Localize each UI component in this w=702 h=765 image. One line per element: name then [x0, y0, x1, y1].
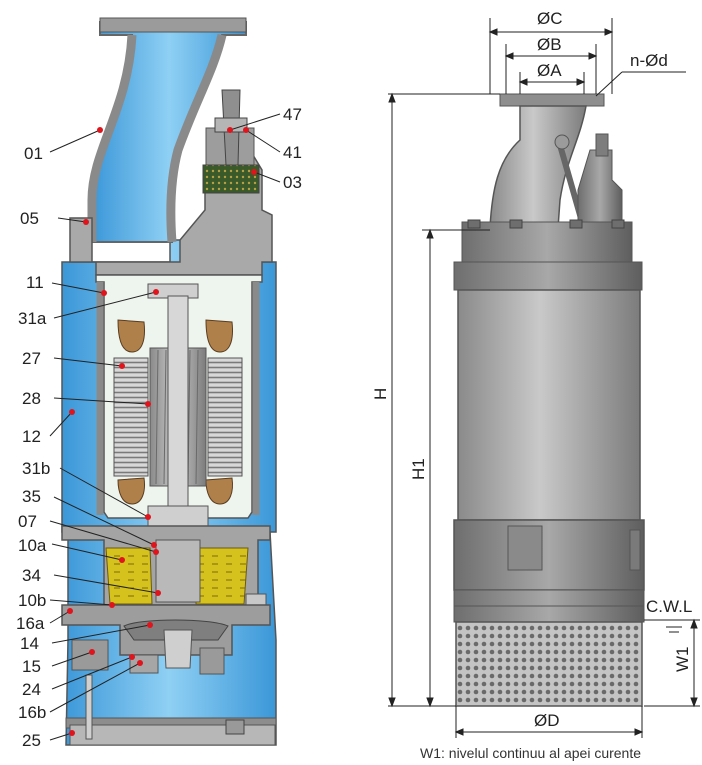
callout-05: 05: [20, 209, 39, 228]
discharge-pipe-wall: [87, 34, 137, 242]
external-view: ØC ØB ØA n-Ød H H1 C.W.L W1 ØD: [371, 9, 700, 738]
casing-left-foot: [71, 639, 109, 671]
dim-nd: n-Ød: [630, 51, 668, 70]
dim-w1: W1: [673, 647, 692, 673]
dim-h: H: [371, 388, 390, 400]
oil-right: [195, 547, 249, 605]
housing-panel-r: [629, 529, 641, 571]
callout-27: 27: [22, 349, 41, 368]
motor-shoulder: [453, 261, 643, 291]
callout-34: 34: [22, 566, 41, 585]
callout-01: 01: [24, 144, 43, 163]
callout-16a: 16a: [16, 614, 45, 633]
callout-25: 25: [22, 731, 41, 750]
callout-41: 41: [283, 143, 302, 162]
dim-oc: ØC: [537, 9, 563, 28]
callout-35: 35: [22, 487, 41, 506]
callout-11: 11: [26, 273, 44, 292]
junction-box: [245, 593, 267, 607]
callout-12: 12: [22, 427, 41, 446]
impeller-hub: [163, 629, 193, 669]
winding-end-br: [205, 477, 233, 505]
dim-cwl: C.W.L: [646, 597, 692, 616]
winding-end-tr: [205, 319, 233, 353]
cable: [595, 133, 609, 157]
mechanical-seal: [155, 539, 201, 603]
callout-lines: [49, 113, 281, 741]
casing-right-foot: [199, 647, 225, 675]
top-flange: [499, 93, 605, 107]
bearing-lower: [147, 505, 209, 527]
stud-bolt: [85, 674, 93, 740]
dim-od: ØD: [534, 711, 560, 730]
pump-housing: [453, 519, 645, 591]
dim-ob: ØB: [537, 35, 562, 54]
stator-right: [207, 357, 243, 477]
callout-28: 28: [22, 389, 41, 408]
callout-10b: 10b: [18, 591, 46, 610]
base-bracket: [225, 719, 245, 735]
callout-31b: 31b: [22, 459, 50, 478]
bolts: [467, 219, 625, 229]
callout-10a: 10a: [18, 536, 47, 555]
dimension-lines: [388, 18, 700, 738]
sectional-view: [61, 17, 277, 746]
dim-oa: ØA: [537, 61, 562, 80]
discharge-flange: [99, 17, 247, 33]
winding-end-tl: [117, 319, 145, 353]
callout-31a: 31a: [18, 309, 47, 328]
winding-end-bl: [117, 477, 145, 505]
callout-07: 07: [18, 512, 37, 531]
callout-16b: 16b: [18, 703, 46, 722]
oil-left: [105, 547, 153, 605]
top-plate: [461, 221, 633, 263]
motor-body: [457, 289, 641, 521]
dimension-labels: ØC ØB ØA n-Ød H H1 C.W.L W1 ØD: [371, 9, 692, 730]
cable-entry: [577, 149, 623, 231]
callout-47: 47: [283, 105, 302, 124]
callout-dots: [67, 127, 257, 736]
wear-plate: [129, 654, 159, 674]
housing-panel: [507, 525, 543, 571]
elbow-pipe: [489, 105, 587, 229]
callout-03: 03: [283, 173, 302, 192]
base-lower: [69, 724, 276, 746]
callout-labels: 01 05 11 31a 27 28 12 31b 35 07 10a 34 1…: [16, 105, 302, 750]
discharge-pipe-wall-right: [166, 33, 227, 243]
caption: W1: nivelul continuu al apei curente: [420, 745, 642, 761]
cable-gland: [202, 164, 260, 194]
callout-24: 24: [22, 680, 41, 699]
strainer: [455, 621, 643, 707]
handle-pivot: [554, 134, 570, 150]
dim-h1: H1: [409, 458, 428, 480]
stator-left: [113, 357, 149, 477]
callout-15: 15: [22, 657, 41, 676]
callout-14: 14: [20, 634, 39, 653]
